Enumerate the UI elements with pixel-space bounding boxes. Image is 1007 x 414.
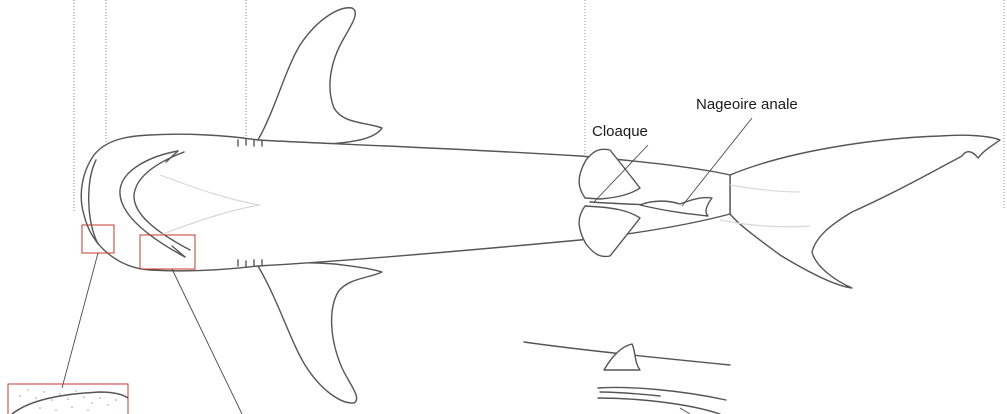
inset-pelvic-fin bbox=[604, 344, 640, 370]
inset-leader bbox=[680, 408, 690, 414]
caudal-fin bbox=[730, 135, 1000, 288]
nostril-detail-inset bbox=[8, 384, 128, 414]
pectoral-fin-lower bbox=[258, 263, 382, 403]
leader-line-mouth bbox=[172, 269, 242, 414]
leader-line-nostril bbox=[62, 253, 98, 388]
clasper-detail-inset bbox=[524, 342, 730, 414]
inset-clasper-inner bbox=[600, 392, 660, 396]
inset-clasper-lower bbox=[598, 398, 720, 414]
label-cloaca: Cloaque bbox=[592, 124, 648, 139]
pectoral-fin-upper bbox=[258, 8, 382, 145]
label-anal-fin: Nageoire anale bbox=[696, 97, 798, 112]
